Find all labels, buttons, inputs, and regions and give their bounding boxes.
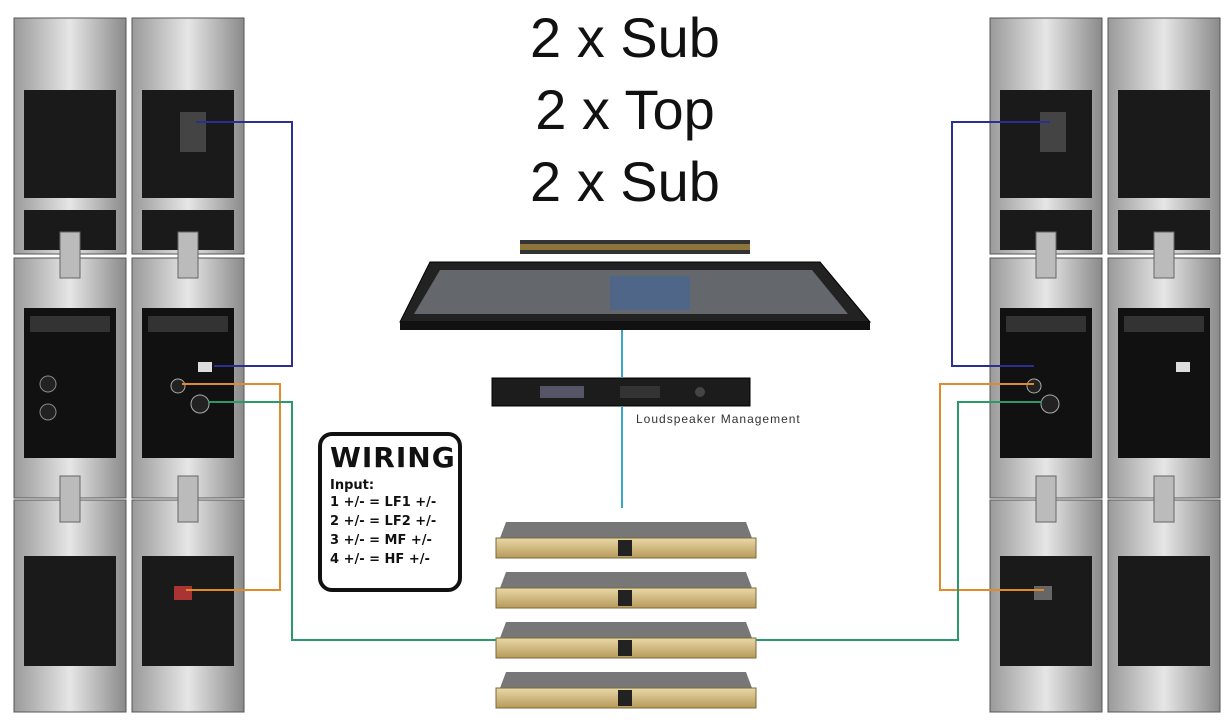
title-line-2: 2 x Top xyxy=(470,78,780,142)
left-sub-cabinet-top-outer xyxy=(14,18,126,254)
wiring-line-3: 3 +/- = MF +/- xyxy=(330,531,450,550)
mixing-console xyxy=(400,240,870,330)
title-line-3: 2 x Sub xyxy=(470,150,780,214)
amplifier-2 xyxy=(496,572,756,608)
left-sub-cabinet-top-inner xyxy=(132,18,244,254)
left-sub-cabinet-bottom-inner xyxy=(132,500,244,712)
left-sub-cabinet-bottom-outer xyxy=(14,500,126,712)
right-sub-cabinet-bottom-inner xyxy=(990,500,1102,712)
wiring-legend: WIRING Input: 1 +/- = LF1 +/- 2 +/- = LF… xyxy=(318,432,462,592)
right-sub-cabinet-top-outer xyxy=(1108,18,1220,254)
wiring-line-4: 4 +/- = HF +/- xyxy=(330,550,450,569)
wiring-line-1: 1 +/- = LF1 +/- xyxy=(330,493,450,512)
right-top-cabinet-outer xyxy=(1108,258,1220,498)
title-line-1: 2 x Sub xyxy=(470,6,780,70)
wiring-subheading: Input: xyxy=(330,478,450,493)
left-top-cabinet-outer xyxy=(14,258,126,498)
right-sub-cabinet-top-inner xyxy=(990,18,1102,254)
amplifier-1 xyxy=(496,522,756,558)
wiring-line-2: 2 +/- = LF2 +/- xyxy=(330,512,450,531)
left-top-cabinet-inner xyxy=(132,258,244,498)
amplifier-3 xyxy=(496,622,756,658)
loudspeaker-processor xyxy=(492,378,750,406)
right-top-cabinet-inner xyxy=(990,258,1102,498)
processor-label: Loudspeaker Management xyxy=(636,412,801,426)
wiring-heading: WIRING xyxy=(330,442,450,474)
right-sub-cabinet-bottom-outer xyxy=(1108,500,1220,712)
amplifier-4 xyxy=(496,672,756,708)
